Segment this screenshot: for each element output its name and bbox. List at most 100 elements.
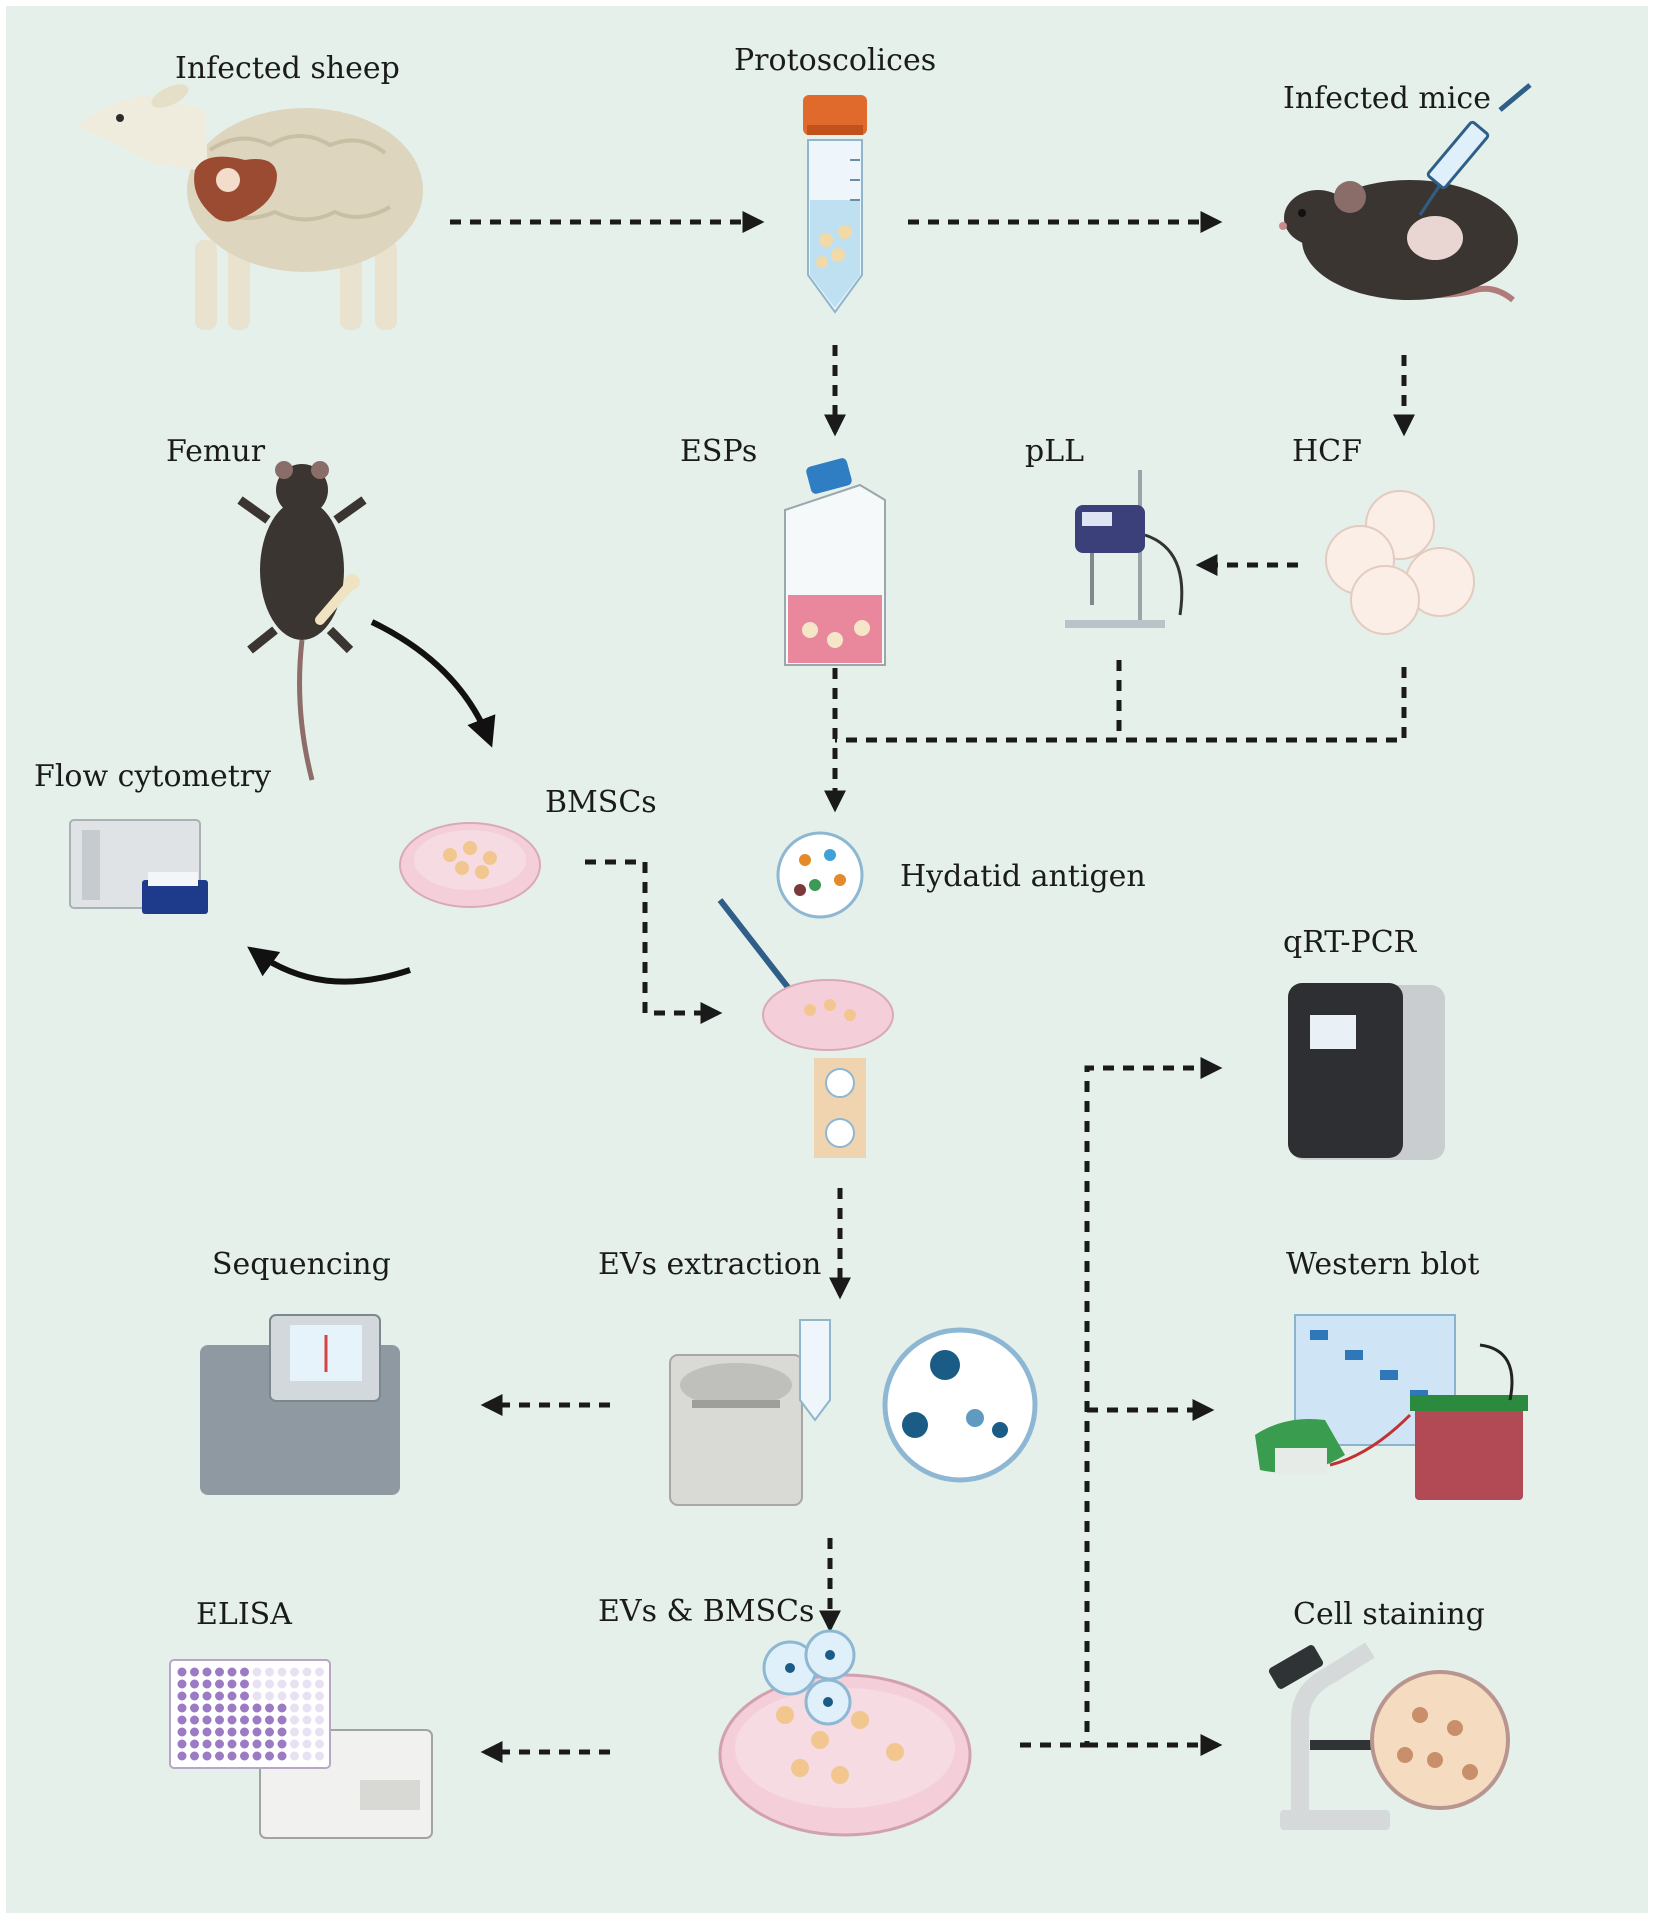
elisa-well — [190, 1727, 199, 1737]
elisa-well — [315, 1715, 324, 1725]
mouse-injection-icon — [1279, 83, 1532, 303]
elisa-well — [215, 1751, 224, 1761]
arrows — [247, 210, 1416, 1764]
elisa-well — [215, 1715, 224, 1725]
elisa-well — [202, 1667, 212, 1677]
elisa-well — [277, 1715, 287, 1725]
elisa-well — [177, 1715, 187, 1725]
elisa-well — [302, 1691, 312, 1701]
elisa-plate-icon — [169, 1659, 433, 1839]
elisa-well — [277, 1739, 287, 1749]
label-sequencing: Sequencing — [212, 1247, 391, 1282]
elisa-well — [265, 1679, 274, 1689]
elisa-well — [315, 1751, 324, 1761]
label-femur: Femur — [166, 434, 266, 469]
sheep-icon — [79, 84, 423, 330]
elisa-well — [202, 1739, 212, 1749]
elisa-well — [240, 1715, 249, 1725]
elisa-well — [240, 1727, 249, 1737]
elisa-well — [215, 1727, 224, 1737]
elisa-well — [177, 1751, 187, 1761]
label-cell-staining: Cell staining — [1293, 1597, 1485, 1632]
elisa-well — [202, 1679, 212, 1689]
elisa-well — [177, 1667, 187, 1677]
elisa-well — [202, 1751, 212, 1761]
flow-cytometer-icon — [69, 819, 208, 914]
elisa-well — [252, 1703, 262, 1713]
arrow-bmscs-to-treatment — [585, 859, 723, 1025]
elisa-well — [315, 1679, 324, 1689]
elisa-well — [240, 1667, 249, 1677]
elisa-well — [302, 1667, 312, 1677]
elisa-well — [302, 1715, 312, 1725]
elisa-well — [252, 1715, 262, 1725]
elisa-well — [265, 1727, 274, 1737]
elisa-well — [215, 1667, 224, 1677]
elisa-well — [202, 1691, 212, 1701]
elisa-well — [290, 1715, 299, 1725]
elisa-well — [265, 1751, 274, 1761]
label-protoscolices: Protoscolices — [734, 43, 937, 78]
qpcr-machine-icon — [1288, 983, 1445, 1160]
centrifuge-tube-icon — [803, 95, 867, 314]
petri-dish-icon — [399, 822, 541, 908]
elisa-well — [215, 1679, 224, 1689]
culture-flask-icon — [784, 458, 886, 666]
coculture-dish-icon — [718, 1629, 972, 1837]
elisa-well — [277, 1727, 287, 1737]
elisa-well — [252, 1739, 262, 1749]
elisa-well — [240, 1679, 249, 1689]
elisa-well — [240, 1703, 249, 1713]
elisa-well — [177, 1703, 187, 1713]
elisa-well — [290, 1703, 299, 1713]
label-qrt-pcr: qRT-PCR — [1283, 925, 1417, 960]
elisa-well — [240, 1739, 249, 1749]
elisa-well — [227, 1679, 237, 1689]
elisa-well — [265, 1715, 274, 1725]
mouse-femur-icon — [237, 461, 367, 781]
label-hydatid-antigen: Hydatid antigen — [900, 859, 1146, 894]
elisa-well — [315, 1739, 324, 1749]
elisa-well — [252, 1751, 262, 1761]
arrow-femur-to-bmscs — [370, 619, 496, 748]
elisa-well — [177, 1739, 187, 1749]
elisa-well — [290, 1727, 299, 1737]
elisa-well — [315, 1691, 324, 1701]
homogenizer-icon — [1065, 470, 1184, 628]
elisa-well — [227, 1751, 237, 1761]
elisa-well — [215, 1739, 224, 1749]
elisa-well — [190, 1739, 199, 1749]
elisa-well — [252, 1679, 262, 1689]
connector-hcf — [835, 667, 1407, 743]
elisa-well — [202, 1727, 212, 1737]
elisa-well — [190, 1691, 199, 1701]
elisa-well — [277, 1679, 287, 1689]
elisa-well — [265, 1739, 274, 1749]
elisa-well — [177, 1727, 187, 1737]
elisa-well — [190, 1715, 199, 1725]
elisa-well — [190, 1667, 199, 1677]
label-hcf: HCF — [1292, 434, 1362, 469]
elisa-well — [227, 1691, 237, 1701]
elisa-well — [277, 1691, 287, 1701]
elisa-well — [215, 1691, 224, 1701]
elisa-well — [215, 1703, 224, 1713]
elisa-well — [240, 1751, 249, 1761]
elisa-well — [265, 1703, 274, 1713]
elisa-well — [302, 1751, 312, 1761]
elisa-well — [240, 1691, 249, 1701]
western-blot-icon — [1255, 1314, 1528, 1500]
cysts-icon — [1325, 490, 1475, 635]
label-infected-mice: Infected mice — [1283, 81, 1491, 116]
label-evs-bmscs: EVs & BMSCs — [598, 1594, 815, 1629]
elisa-well — [290, 1751, 299, 1761]
label-elisa: ELISA — [196, 1597, 292, 1632]
arrow-bmscs-to-flow-cytometry — [247, 946, 411, 985]
label-western-blot: Western blot — [1286, 1247, 1480, 1282]
microscope-icon — [1268, 1642, 1510, 1830]
elisa-well — [265, 1691, 274, 1701]
elisa-well — [302, 1703, 312, 1713]
label-infected-sheep: Infected sheep — [175, 51, 400, 86]
